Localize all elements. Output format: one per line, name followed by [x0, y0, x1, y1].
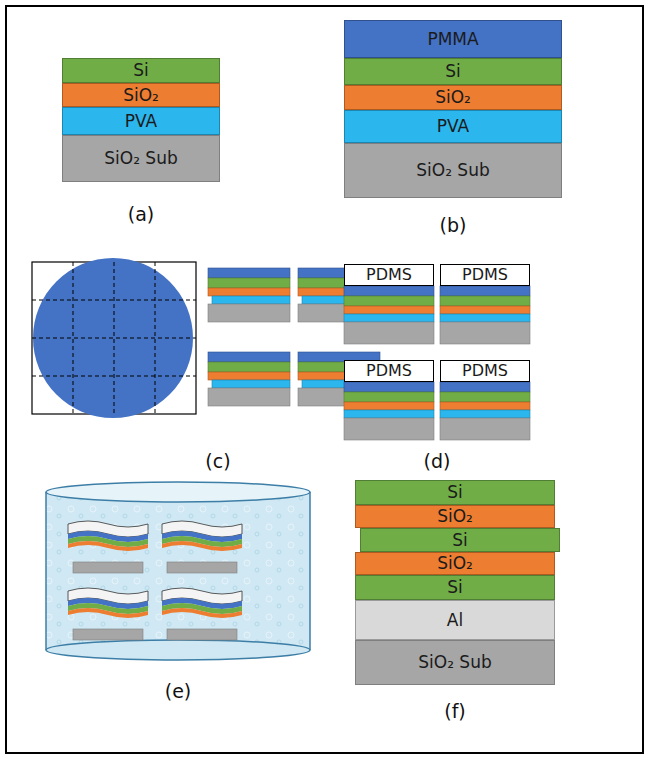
wafer-dicing — [32, 258, 196, 418]
layer-label: SiO₂ — [437, 555, 473, 572]
layer-label: PVA — [437, 118, 469, 135]
water-bath — [46, 482, 310, 660]
layer-label: Si — [452, 532, 468, 549]
layer-label: SiO₂ — [437, 508, 473, 525]
panel-label: (c) — [205, 450, 230, 472]
material-layer: Si — [355, 480, 555, 505]
panel-label: (a) — [128, 203, 154, 225]
pdms-stacks — [344, 286, 530, 440]
material-layer: SiO₂ — [355, 505, 555, 528]
layer-label: PVA — [125, 113, 157, 130]
layer-label: SiO₂ — [435, 89, 471, 106]
material-layer: Si — [62, 58, 220, 83]
layer-label: Si — [447, 579, 463, 596]
panel-label: (b) — [440, 214, 467, 236]
material-layer: Si — [344, 58, 562, 85]
layer-label: PDMS — [366, 363, 412, 379]
material-layer: Al — [355, 600, 555, 640]
layer-label: PMMA — [427, 31, 478, 48]
material-layer: SiO₂ — [355, 552, 555, 575]
pdms-stamp: PDMS — [344, 360, 434, 382]
panel-label: (f) — [444, 700, 466, 722]
layer-label: Si — [133, 62, 149, 79]
layer-label: SiO₂ Sub — [418, 654, 491, 671]
material-layer: SiO₂ — [344, 85, 562, 110]
material-layer: SiO₂ Sub — [62, 135, 220, 182]
layer-label: SiO₂ Sub — [104, 150, 177, 167]
material-layer: PVA — [62, 107, 220, 135]
material-layer: Si — [360, 528, 560, 552]
layer-label: PDMS — [462, 363, 508, 379]
layer-label: SiO₂ Sub — [416, 162, 489, 179]
outer-frame — [6, 6, 643, 753]
pdms-stamp: PDMS — [344, 264, 434, 286]
layer-label: PDMS — [366, 267, 412, 283]
panel-label: (e) — [165, 680, 192, 702]
layer-label: Al — [447, 612, 463, 629]
material-layer: SiO₂ Sub — [355, 640, 555, 685]
material-layer: PMMA — [344, 20, 562, 58]
panel-label: (d) — [424, 450, 451, 472]
layer-label: PDMS — [462, 267, 508, 283]
pdms-stamp: PDMS — [440, 264, 530, 286]
material-layer: PVA — [344, 110, 562, 143]
layer-label: SiO₂ — [123, 87, 159, 104]
material-layer: SiO₂ — [62, 83, 220, 107]
material-layer: SiO₂ Sub — [344, 143, 562, 198]
material-layer: Si — [355, 575, 555, 600]
pdms-stamp: PDMS — [440, 360, 530, 382]
layer-label: Si — [445, 63, 461, 80]
layer-label: Si — [447, 484, 463, 501]
